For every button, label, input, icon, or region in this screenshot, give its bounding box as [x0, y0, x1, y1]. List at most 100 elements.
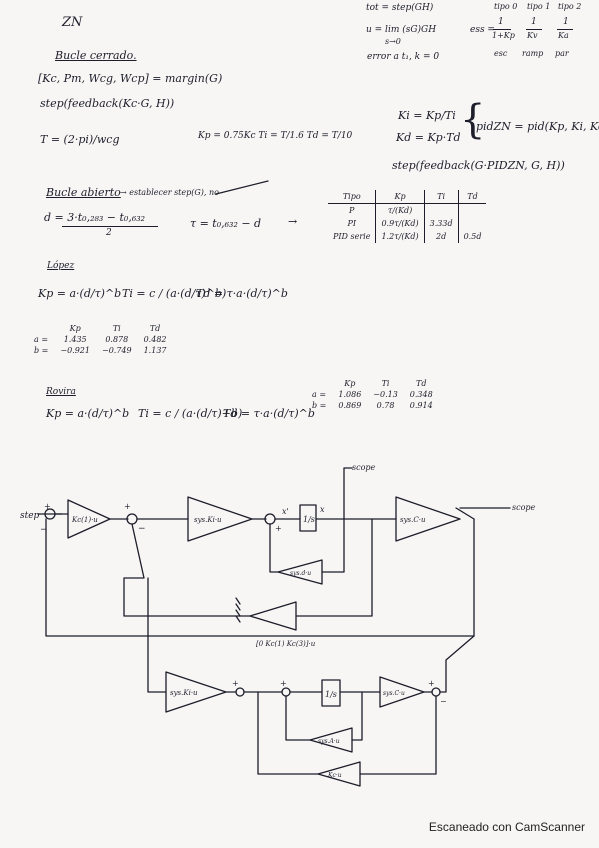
ess-ref: esc	[494, 49, 508, 58]
wire	[123, 518, 373, 617]
gain-c-bottom-block	[379, 676, 425, 708]
table-cell: −0.749	[101, 346, 132, 355]
gain-a-bottom-label: sys.A·u	[318, 738, 340, 745]
table-row: PI 0.9τ/(Kd) 3.33d	[328, 217, 486, 230]
wire	[439, 635, 475, 693]
ess-den: Ka	[558, 31, 569, 40]
ess-num: 1	[563, 17, 569, 27]
plus-sign: +	[232, 679, 239, 688]
closed-loop-heading: Bucle cerrado.	[55, 49, 137, 62]
table-cell: PID serie	[328, 230, 377, 243]
period-line: T = (2·pi)/wcg	[40, 133, 120, 146]
gain-ki-top-label: sys.Ki·u	[194, 516, 222, 524]
ki-line: Ki = Kp/Ti	[398, 109, 456, 122]
wire	[269, 518, 345, 573]
table-cell: PI	[328, 217, 377, 230]
table-row: a = 1.435 0.878 0.482	[34, 334, 173, 345]
sum-junction-4	[235, 687, 245, 697]
row-label: a =	[34, 335, 49, 344]
gain-c-bottom-label: sys.C·u	[383, 690, 405, 697]
lopez-ti-formula: Ti = c / (a·(d/τ)^b)	[122, 287, 227, 300]
table-header-cell: Kp	[69, 324, 81, 333]
integrator-block	[299, 504, 317, 532]
gain-ki-top-block	[187, 496, 253, 542]
wire	[455, 507, 475, 520]
integrator-label: 1/s	[303, 515, 315, 524]
gain-kc-bottom-label: Kc·u	[327, 772, 342, 779]
table-header-cell: Ti	[112, 324, 121, 333]
table-header-row: Kp Ti Td	[312, 378, 439, 389]
plus-sign: +	[280, 679, 287, 688]
limit-sub: s→0	[385, 37, 401, 46]
step-feedback-line: step(feedback(Kc·G, H))	[40, 97, 175, 110]
table-header-cell: Td	[149, 324, 161, 333]
table-cell: 1.2τ/(Kd)	[375, 230, 425, 243]
integrator-bottom-block	[321, 679, 341, 707]
wire	[45, 518, 475, 637]
ess-type: tipo 1	[527, 2, 551, 11]
open-loop-note: → establecer step(G), no	[120, 188, 219, 197]
tau-formula: τ = t₀,₆₃₂ − d	[190, 217, 262, 230]
gain-feedback-label: [0 Kc(1) Kc(3)]·u	[256, 640, 316, 648]
wire	[343, 467, 353, 520]
table-row: PID serie 1.2τ/(Kd) 2d 0.5d	[328, 230, 486, 243]
gain-feedback-block	[249, 601, 297, 631]
wire	[147, 577, 167, 693]
table-row: a = 1.086 −0.13 0.348	[312, 389, 439, 400]
rovira-kp-formula: Kp = a·(d/τ)^b	[46, 407, 130, 420]
ess-ref: par	[555, 49, 569, 58]
margin-line: [Kc, Pm, Wcg, Wcp] = margin(G)	[38, 72, 223, 85]
open-loop-heading: Bucle abierto	[46, 186, 121, 199]
integrator-bottom-label: 1/s	[325, 690, 337, 699]
gain-ki-bottom-block	[165, 671, 227, 713]
step-label: step	[20, 511, 40, 521]
sum-junction-5	[281, 687, 291, 697]
page-title: ZN	[62, 15, 83, 30]
kd-line: Kd = Kp·Td	[396, 131, 461, 144]
lopez-heading: López	[47, 261, 75, 271]
minus-sign: −	[440, 697, 447, 706]
table-header-cell: Tipo	[328, 190, 377, 204]
wire	[257, 691, 437, 775]
table-cell: 0.78	[376, 401, 395, 410]
minus-sign: −	[40, 525, 48, 535]
zn-params-line: Kp = 0.75Kc Ti = T/1.6 Td = T/10	[198, 131, 353, 141]
table-cell: 0.878	[105, 335, 129, 344]
scope-top-label: scope	[352, 463, 376, 472]
gain-c-top-block	[395, 496, 461, 542]
rovira-heading: Rovira	[46, 387, 76, 397]
table-header-cell: Ti	[381, 379, 390, 388]
table-cell: 0.5d	[463, 232, 482, 241]
scope-right-label: scope	[512, 503, 536, 512]
table-header-cell: Ti	[424, 190, 459, 204]
table-row: b = −0.921 −0.749 1.137	[34, 345, 173, 356]
lopez-kp-formula: Kp = a·(d/τ)^b	[38, 287, 122, 300]
table-cell: τ/(Kd)	[375, 203, 425, 217]
table-cell: P	[328, 203, 377, 217]
x-prime-label: x'	[282, 507, 289, 516]
gain-c-top-label: sys.C·u	[400, 516, 426, 524]
rovira-td-formula: Td = τ·a·(d/τ)^b	[223, 407, 315, 420]
ess-den: 1+Kp	[492, 31, 515, 40]
step-note: tot = step(GH)	[366, 3, 434, 13]
table-cell: 3.33d	[424, 217, 459, 230]
ess-ref: ramp	[522, 49, 544, 58]
table-header-cell: Kp	[344, 379, 356, 388]
zn-open-loop-table: Tipo Kp Ti Td P τ/(Kd) PI 0.9τ/(Kd) 3.33…	[328, 190, 487, 243]
ess-type: tipo 2	[558, 2, 582, 11]
rovira-ti-formula: Ti = c / (a·(d/τ)+b)	[138, 407, 243, 420]
ess-num: 1	[531, 17, 537, 27]
wire	[54, 513, 129, 520]
table-cell: 1.086	[338, 390, 362, 399]
table-cell	[424, 203, 459, 217]
wire	[285, 691, 363, 741]
row-label: b =	[312, 401, 327, 410]
table-cell: 0.348	[409, 390, 433, 399]
table-header-cell: Td	[458, 190, 487, 204]
table-cell: 0.482	[143, 335, 167, 344]
limit-note: u = lim (sG)GH	[366, 25, 437, 35]
tick-marks	[235, 597, 241, 623]
lopez-table: Kp Ti Td a = 1.435 0.878 0.482 b = −0.92…	[34, 323, 173, 356]
minus-sign: −	[138, 524, 146, 534]
